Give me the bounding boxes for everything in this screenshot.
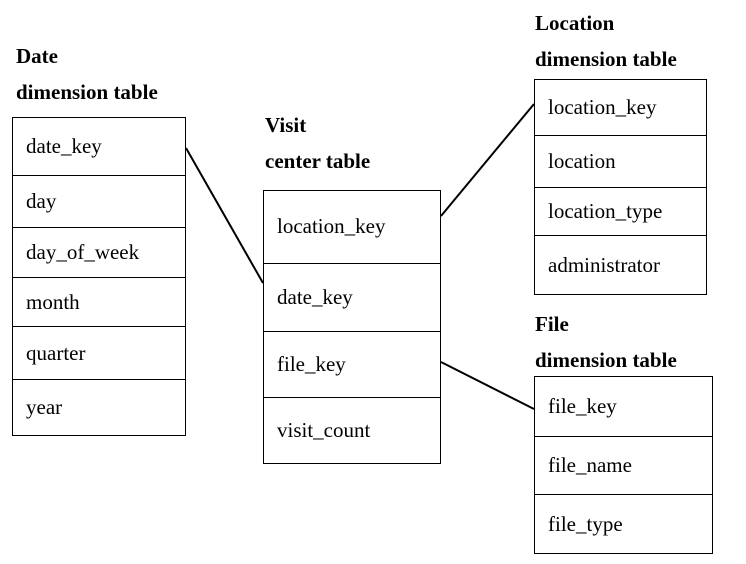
visit-table-title-line2: center table xyxy=(265,149,371,173)
visit-field-location-key: location_key xyxy=(277,214,386,239)
location-field-location-key: location_key xyxy=(548,94,657,119)
file-field-file-name: file_name xyxy=(535,435,712,495)
location-table-title-line1: Location xyxy=(535,11,615,35)
visit-field-file-key: file_key xyxy=(264,331,440,397)
date-dimension-table: date_key day day_of_week month quarter y… xyxy=(12,117,186,436)
location-field-location-type: location_type xyxy=(535,186,706,236)
location-dimension-table: location_key location location_type admi… xyxy=(534,79,707,295)
connector-date-key xyxy=(185,147,264,284)
date-field-year: year xyxy=(13,379,185,435)
visit-table-title: Visit center table xyxy=(265,107,370,179)
file-table-title-line1: File xyxy=(535,312,569,336)
date-table-title-line1: Date xyxy=(16,44,58,68)
date-field-month: month xyxy=(13,277,185,326)
connector-file-key xyxy=(440,361,535,410)
visit-field-visit-count: visit_count xyxy=(264,397,440,463)
file-table-title-line2: dimension table xyxy=(535,348,677,372)
file-field-file-key: file_key xyxy=(548,393,617,418)
location-field-administrator: administrator xyxy=(535,235,706,294)
location-table-title-line2: dimension table xyxy=(535,47,677,71)
date-field-quarter: quarter xyxy=(13,326,185,379)
connector-location-key xyxy=(440,103,535,217)
file-field-file-type: file_type xyxy=(535,494,712,553)
visit-field-date-key: date_key xyxy=(264,262,440,332)
location-table-title: Location dimension table xyxy=(535,5,677,77)
location-field-location: location xyxy=(535,134,706,187)
file-dimension-table: file_key file_name file_type xyxy=(534,376,713,554)
date-field-day: day xyxy=(13,174,185,227)
file-table-title: File dimension table xyxy=(535,306,677,378)
visit-center-table: location_key date_key file_key visit_cou… xyxy=(263,190,441,464)
date-field-date-key: date_key xyxy=(26,133,102,158)
date-table-title-line2: dimension table xyxy=(16,80,158,104)
date-field-day-of-week: day_of_week xyxy=(13,226,185,278)
visit-table-title-line1: Visit xyxy=(265,113,307,137)
date-table-title: Date dimension table xyxy=(16,38,158,110)
